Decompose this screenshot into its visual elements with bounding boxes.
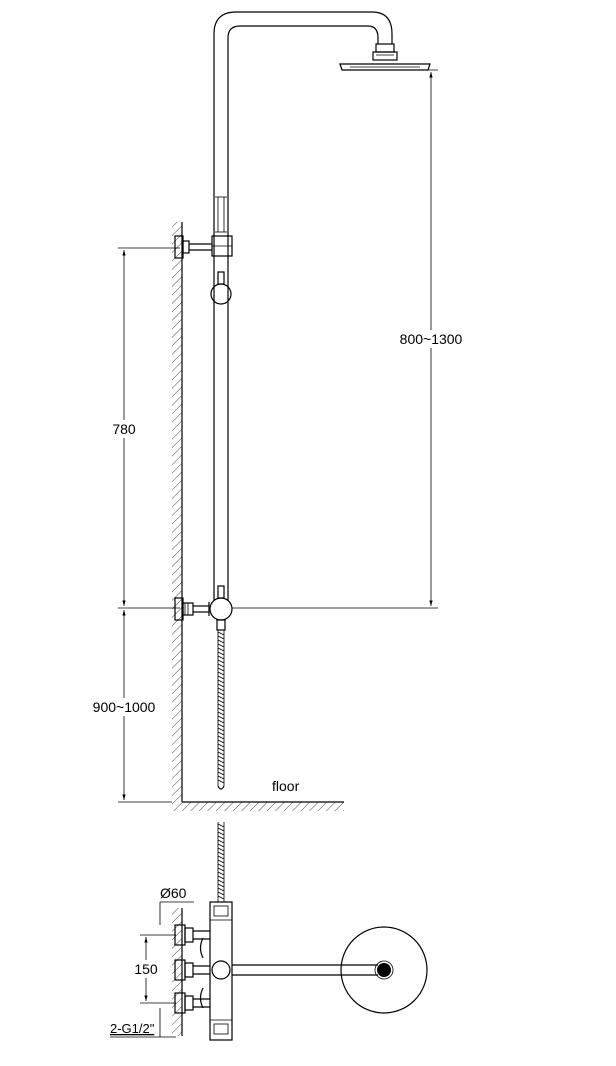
- inlet-spacing-label: 150: [134, 961, 158, 977]
- dimension-inlet-spacing: 150: [128, 934, 176, 1004]
- hose-coil: [217, 843, 225, 848]
- dimension-head-height: 800~1300: [232, 69, 469, 609]
- shower-head: [339, 43, 431, 71]
- floor-section: [172, 801, 344, 811]
- hose-coil: [217, 867, 225, 872]
- hose-coil: [217, 771, 225, 776]
- hose-coil: [217, 779, 225, 784]
- hose-coil: [217, 887, 225, 892]
- hose-coil: [217, 731, 225, 736]
- hose-coil: [217, 643, 225, 648]
- hose-coil: [217, 667, 225, 672]
- thread-spec-label: 2-G1/2": [110, 1021, 155, 1036]
- wall-section: [172, 222, 183, 802]
- hose-coil: [217, 675, 225, 680]
- hose-coil: [217, 711, 225, 716]
- hose-coil: [217, 671, 225, 676]
- dimension-lower-span: 900~1000: [84, 610, 172, 803]
- upper-span-label: 780: [112, 421, 136, 437]
- hose-coil: [217, 727, 225, 732]
- hand-shower-slider: [210, 271, 232, 305]
- hose-coil: [217, 863, 225, 868]
- hose-coil: [217, 719, 225, 724]
- hose-coil: [217, 639, 225, 644]
- hose-coil: [217, 707, 225, 712]
- hose-coil: [217, 695, 225, 700]
- hose-coil: [217, 891, 225, 896]
- plan-view: [172, 822, 428, 1041]
- lower-span-label: 900~1000: [93, 699, 156, 715]
- mixer-valve: [174, 585, 233, 631]
- hose-coil: [217, 827, 225, 832]
- hose-coil: [217, 847, 225, 852]
- hose-coil: [217, 655, 225, 660]
- hose-coil: [217, 743, 225, 748]
- upper-wall-bracket: [174, 235, 233, 259]
- dimension-flange-diameter: Ø60: [159, 885, 194, 925]
- hose-coil: [217, 823, 225, 828]
- hose-coil: [217, 855, 225, 860]
- hose-coil: [217, 739, 225, 744]
- hose-coil: [217, 683, 225, 688]
- hose-coil: [217, 871, 225, 876]
- riser-pipe: [213, 11, 393, 600]
- hose-coil: [217, 735, 225, 740]
- hose-coil: [217, 883, 225, 888]
- hose-coil: [217, 763, 225, 768]
- hose-coil: [217, 715, 225, 720]
- hose-coil: [217, 767, 225, 772]
- hose-coil: [217, 723, 225, 728]
- flex-hose: [217, 630, 225, 790]
- hose-coil: [217, 835, 225, 840]
- floor-label: floor: [272, 778, 300, 794]
- hose-coil: [217, 755, 225, 760]
- hose-coil: [217, 747, 225, 752]
- hose-coil: [217, 879, 225, 884]
- hose-coil: [217, 703, 225, 708]
- hose-coil: [217, 651, 225, 656]
- hose-coil: [217, 659, 225, 664]
- hose-coil: [217, 647, 225, 652]
- hose-coil: [217, 759, 225, 764]
- hose-coil: [217, 775, 225, 780]
- hose-coil: [217, 751, 225, 756]
- flange-diameter-label: Ø60: [160, 885, 187, 901]
- hose-coil: [217, 691, 225, 696]
- hose-coil: [217, 699, 225, 704]
- dimension-upper-span: 780: [106, 247, 180, 609]
- hose-coil: [217, 679, 225, 684]
- hose-coil: [217, 687, 225, 692]
- hose-coil: [217, 839, 225, 844]
- hose-coil: [217, 875, 225, 880]
- head-height-label: 800~1300: [400, 331, 463, 347]
- hose-coil: [217, 851, 225, 856]
- hose-coil: [217, 831, 225, 836]
- hose-coil: [217, 895, 225, 900]
- hose-coil: [217, 631, 225, 636]
- hose-coil: [217, 859, 225, 864]
- hose-coil: [217, 663, 225, 668]
- dimension-thread-spec: 2-G1/2": [110, 1008, 176, 1038]
- hose-coil: [217, 635, 225, 640]
